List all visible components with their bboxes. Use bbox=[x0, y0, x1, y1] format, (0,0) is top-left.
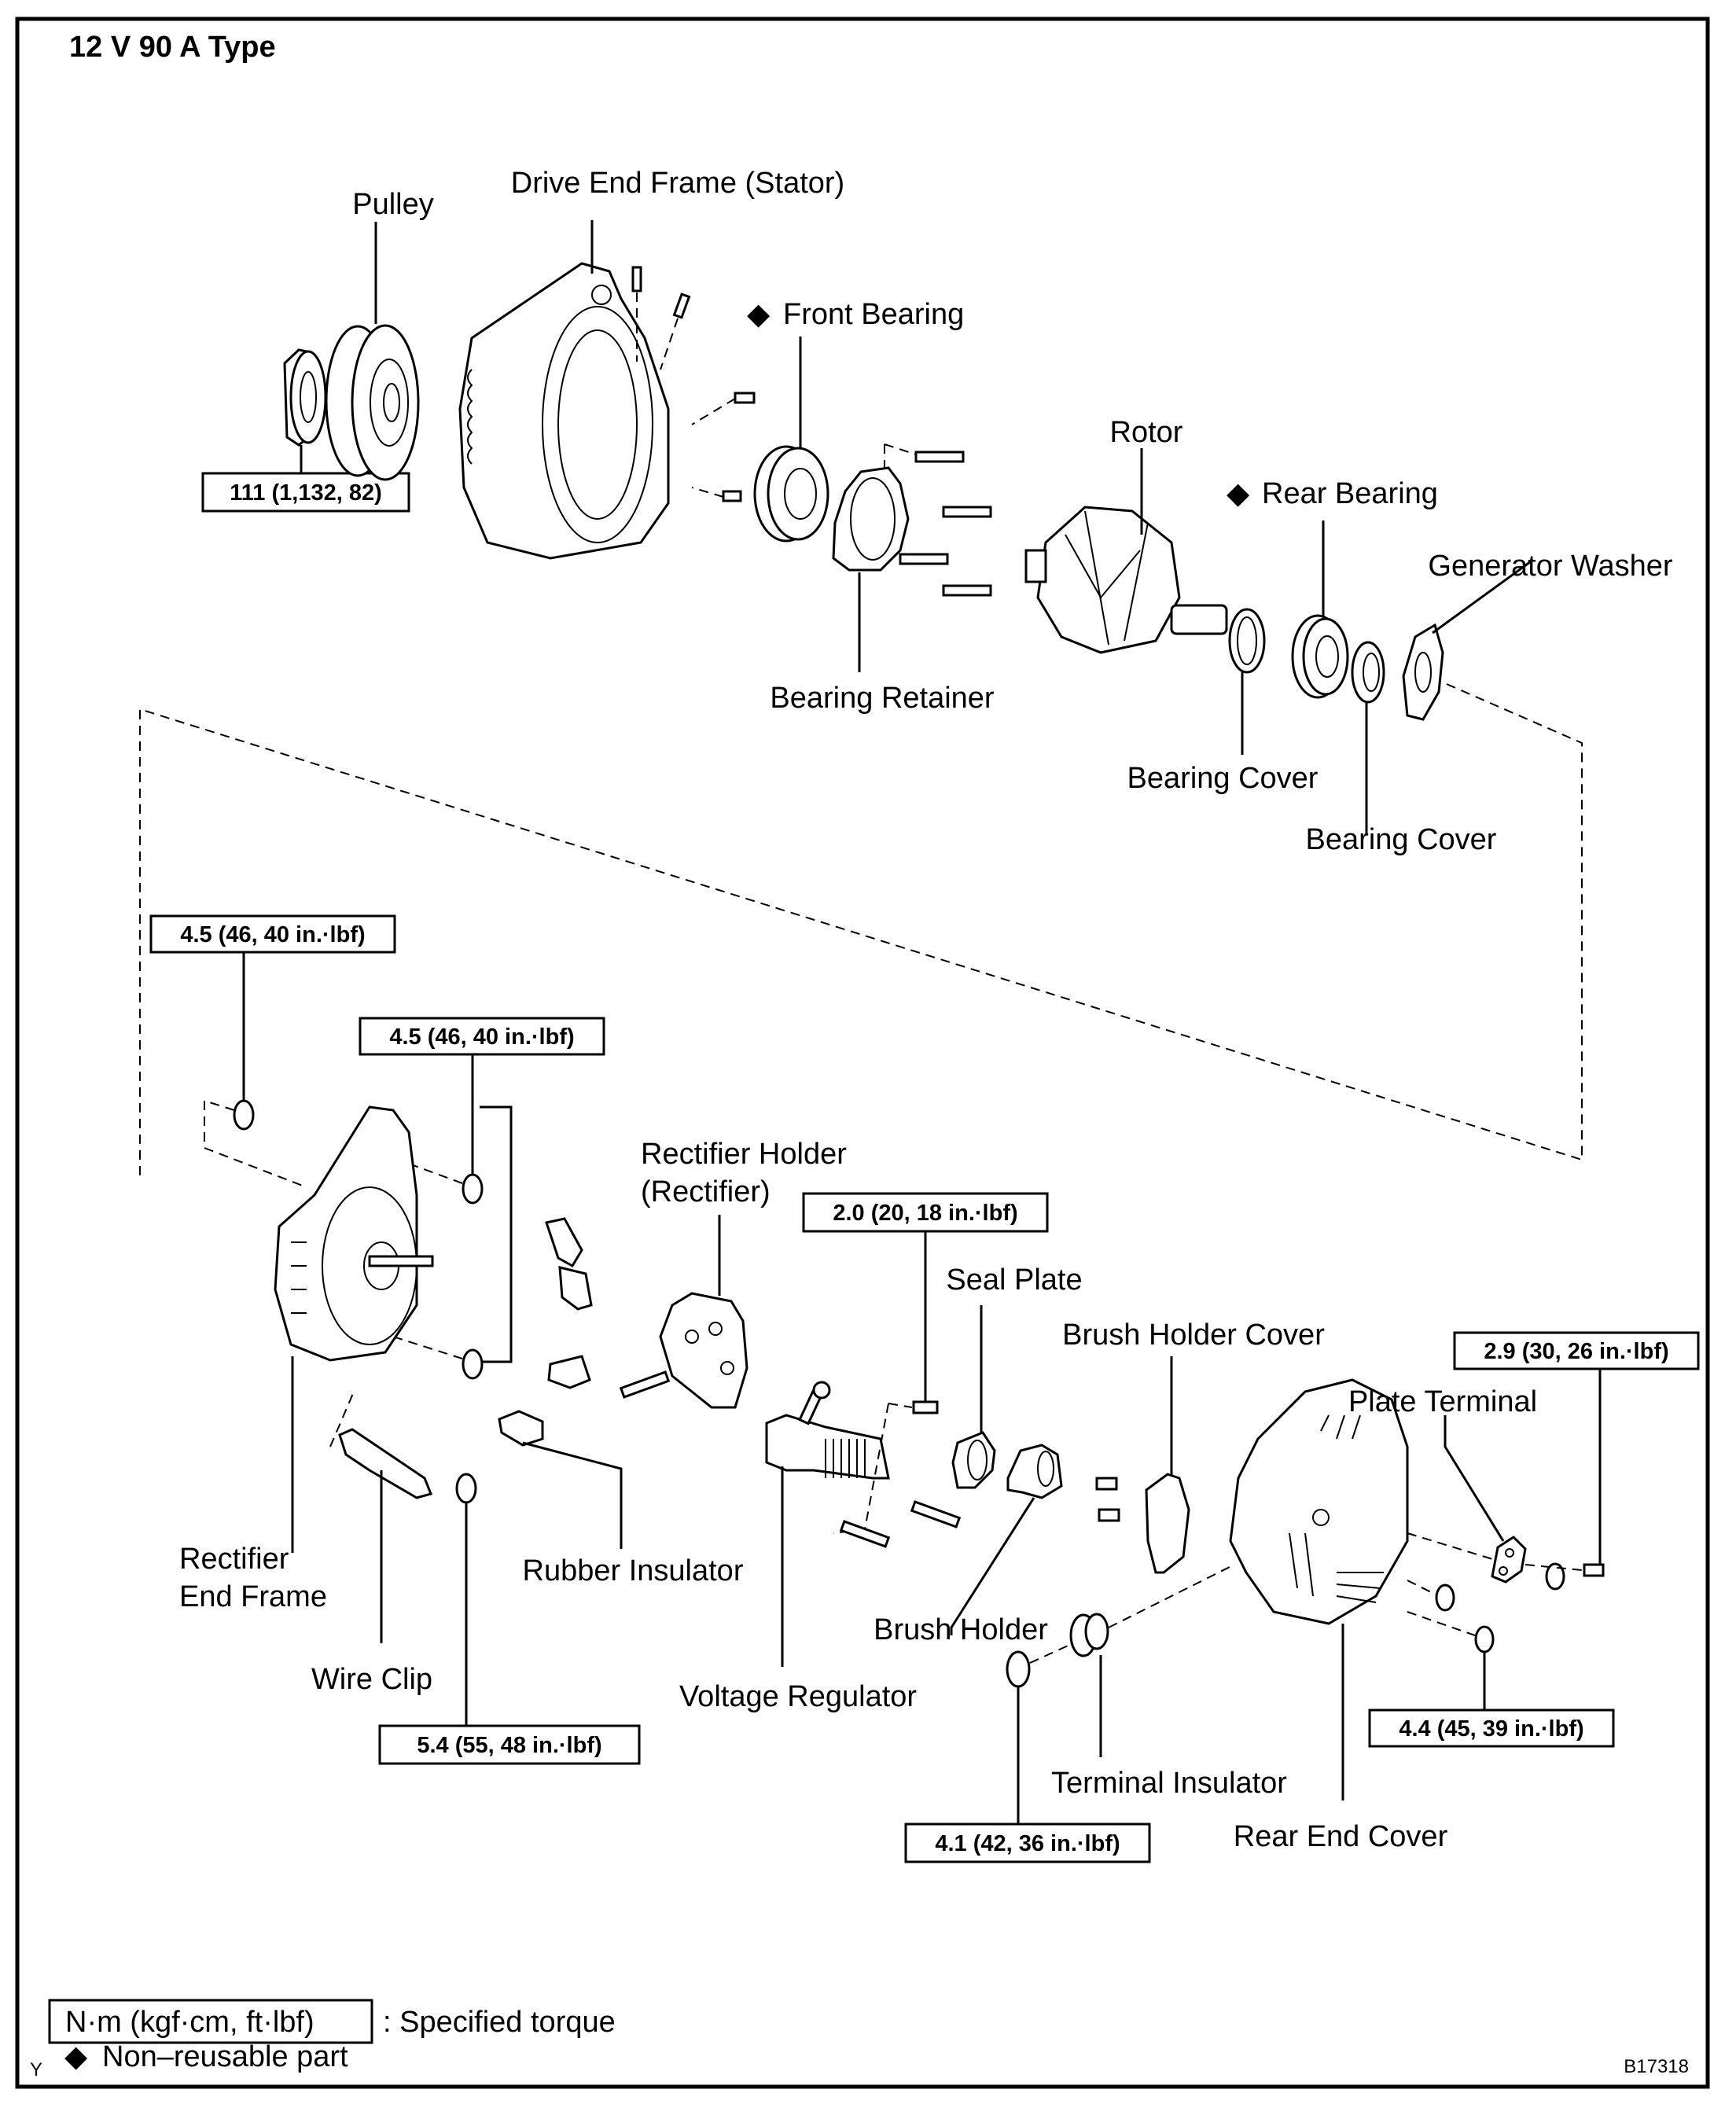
torque-wire-clip-nut: 5.4 (55, 48 in.·lbf) bbox=[417, 1733, 601, 1758]
legend-torque-desc: : Specified torque bbox=[383, 2006, 616, 2039]
torque-rect-frame-mid: 4.5 (46, 40 in.·lbf) bbox=[389, 1024, 574, 1050]
torque-box-wire-clip-nut bbox=[378, 1724, 641, 1765]
diagram-title: 12 V 90 A Type bbox=[69, 31, 276, 64]
rectifier-holder-drawing bbox=[619, 1292, 748, 1409]
rotor-drawing bbox=[1024, 506, 1228, 654]
torque-pulley-nut: 111 (1,132, 82) bbox=[230, 480, 382, 506]
torque-regulator-screw: 2.0 (20, 18 in.·lbf) bbox=[833, 1201, 1017, 1226]
rear-cover-nuts-drawing bbox=[1407, 1580, 1495, 1653]
label-generator-washer: Generator Washer bbox=[1428, 550, 1673, 583]
label-bearing-cover-2: Bearing Cover bbox=[1306, 823, 1497, 856]
torque-rear-cover-nut: 4.4 (45, 39 in.·lbf) bbox=[1399, 1716, 1583, 1742]
torque-rect-frame-upper: 4.5 (46, 40 in.·lbf) bbox=[180, 922, 365, 947]
brush-holder-leader bbox=[950, 1497, 1035, 1635]
rubber-insulators-drawing bbox=[498, 1217, 593, 1447]
label-rear-bearing: Rear Bearing bbox=[1262, 477, 1438, 510]
label-rotor: Rotor bbox=[1110, 416, 1183, 449]
torque-box-rect-frame-upper bbox=[149, 914, 396, 954]
bearing-cover-2-drawing bbox=[1351, 641, 1385, 704]
label-bearing-cover-1: Bearing Cover bbox=[1127, 762, 1319, 795]
rear-end-cover-drawing bbox=[1229, 1378, 1409, 1625]
torque-box-rear-cover-nut bbox=[1368, 1709, 1615, 1748]
drive-end-frame-drawing bbox=[458, 262, 670, 560]
torque-box-pulley-nut bbox=[201, 472, 410, 513]
corner-mark: Y bbox=[30, 2059, 42, 2080]
pulley-drawing bbox=[325, 324, 420, 481]
rear-bearing-drawing bbox=[1291, 614, 1349, 699]
front-bearing-drawing bbox=[753, 445, 829, 543]
seal-plate-drawing bbox=[951, 1431, 996, 1489]
label-seal-plate: Seal Plate bbox=[946, 1264, 1082, 1297]
label-pulley: Pulley bbox=[352, 188, 434, 221]
label-voltage-regulator: Voltage Regulator bbox=[679, 1680, 917, 1713]
assembly-guide-line bbox=[139, 683, 1583, 1179]
plate-terminal-drawing bbox=[1407, 1532, 1605, 1591]
label-terminal-insulator: Terminal Insulator bbox=[1051, 1767, 1287, 1800]
torque-terminal-nut: 4.1 (42, 36 in.·lbf) bbox=[935, 1831, 1120, 1856]
torque-box-regulator-screw bbox=[802, 1192, 1049, 1233]
brush-holder-cover-drawing bbox=[1145, 1473, 1190, 1574]
label-front-bearing: Front Bearing bbox=[783, 298, 964, 331]
label-rectifier-holder-2: (Rectifier) bbox=[641, 1175, 771, 1208]
label-drive-end-frame: Drive End Frame (Stator) bbox=[511, 167, 844, 200]
diagram-frame bbox=[15, 17, 1710, 2089]
non-reusable-icon-rear-bearing: ◆ bbox=[1227, 477, 1250, 510]
legend-torque-box bbox=[48, 1999, 373, 2044]
legend-non-reusable: Non–reusable part bbox=[102, 2040, 348, 2073]
label-rectifier-end-frame-2: End Frame bbox=[179, 1580, 327, 1613]
terminal-nut-drawing bbox=[1006, 1642, 1074, 1688]
label-rear-end-cover: Rear End Cover bbox=[1234, 1820, 1448, 1853]
torque-box-terminal-nut bbox=[904, 1823, 1151, 1863]
nut-upper-drawing bbox=[204, 1099, 307, 1188]
label-bearing-retainer: Bearing Retainer bbox=[770, 682, 995, 715]
torque-plate-terminal-bolt: 2.9 (30, 26 in.·lbf) bbox=[1484, 1339, 1668, 1364]
pulley-nut-drawing bbox=[283, 348, 327, 447]
brush-holder-drawing bbox=[1006, 1444, 1120, 1522]
rectifier-end-frame-drawing bbox=[274, 1105, 434, 1362]
bearing-cover-1-drawing bbox=[1228, 608, 1266, 674]
frame-screws-drawing bbox=[631, 266, 756, 502]
bearing-retainer-drawing bbox=[832, 443, 992, 597]
legend-torque-unit: N·m (kgf·cm, ft·lbf) bbox=[65, 2006, 314, 2039]
label-rubber-insulator: Rubber Insulator bbox=[523, 1554, 744, 1587]
plate-terminal-leader bbox=[1444, 1415, 1505, 1542]
wire-clip-nut-drawing bbox=[455, 1473, 477, 1504]
terminal-insulator-drawing bbox=[1069, 1564, 1235, 1657]
torque-box-rect-frame-mid bbox=[359, 1017, 605, 1056]
wire-clip-drawing bbox=[329, 1391, 433, 1499]
rect-frame-bracket-leader bbox=[480, 1105, 513, 1363]
label-rectifier-holder-1: Rectifier Holder bbox=[641, 1138, 847, 1171]
generator-washer-leader bbox=[1432, 558, 1534, 635]
nuts-mid-drawing bbox=[392, 1163, 484, 1380]
figure-id: B17318 bbox=[1624, 2056, 1689, 2077]
voltage-regulator-drawing bbox=[765, 1381, 962, 1548]
legend-diamond-icon: ◆ bbox=[64, 2040, 88, 2073]
rubber-insulator-leader bbox=[522, 1441, 623, 1549]
torque-box-plate-terminal-bolt bbox=[1453, 1331, 1700, 1370]
label-brush-holder-cover: Brush Holder Cover bbox=[1062, 1319, 1325, 1352]
generator-washer-drawing bbox=[1402, 623, 1444, 721]
label-wire-clip: Wire Clip bbox=[311, 1663, 432, 1696]
label-plate-terminal: Plate Terminal bbox=[1348, 1385, 1537, 1418]
label-rectifier-end-frame-1: Rectifier bbox=[179, 1543, 289, 1576]
label-brush-holder: Brush Holder bbox=[874, 1613, 1048, 1646]
non-reusable-icon-front-bearing: ◆ bbox=[747, 298, 771, 331]
